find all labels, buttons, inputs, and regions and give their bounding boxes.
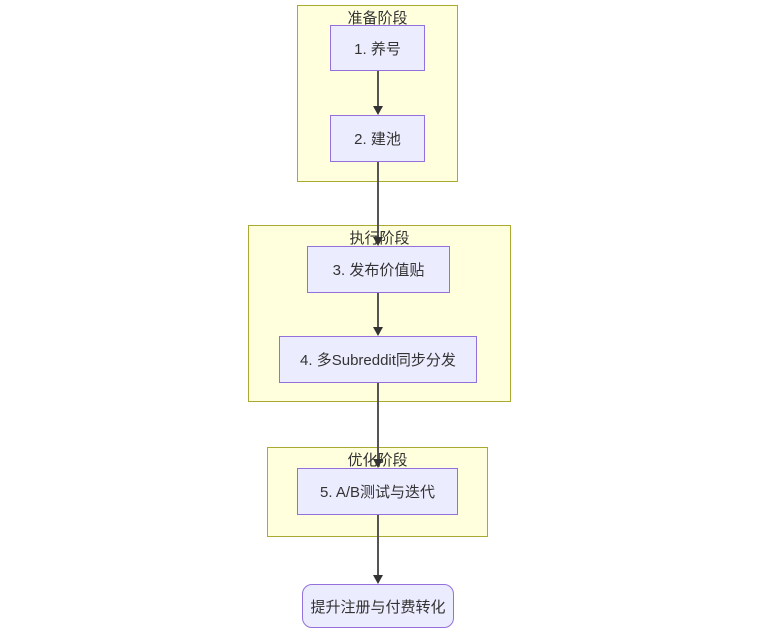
node-publish-value-posts-label: 3. 发布价值贴 <box>332 262 425 279</box>
arrowhead-down-icon <box>373 237 383 246</box>
edge-n1-to-n2 <box>377 71 379 109</box>
edge-n5-to-n6 <box>377 515 379 578</box>
arrowhead-down-icon <box>373 106 383 115</box>
node-ab-testing-iteration-label: 5. A/B测试与迭代 <box>319 484 436 501</box>
node-ab-testing-iteration: 5. A/B测试与迭代 <box>297 468 458 515</box>
node-nurture-accounts: 1. 养号 <box>330 25 425 71</box>
edge-n2-to-n3 <box>377 162 379 240</box>
cluster-execution-title: 执行阶段 <box>349 230 410 247</box>
node-build-pool: 2. 建池 <box>330 115 425 162</box>
node-boost-signup-paid-conversion: 提升注册与付费转化 <box>302 584 454 628</box>
arrowhead-down-icon <box>373 327 383 336</box>
node-multi-subreddit-distribution: 4. 多Subreddit同步分发 <box>279 336 477 383</box>
cluster-preparation-title: 准备阶段 <box>347 10 408 27</box>
edge-n3-to-n4 <box>377 293 379 330</box>
edge-n4-to-n5 <box>377 383 379 462</box>
node-boost-signup-paid-conversion-label: 提升注册与付费转化 <box>310 598 446 616</box>
cluster-optimization-title: 优化阶段 <box>347 452 408 469</box>
node-build-pool-label: 2. 建池 <box>354 131 401 148</box>
node-multi-subreddit-distribution-label: 4. 多Subreddit同步分发 <box>300 352 456 369</box>
arrowhead-down-icon <box>373 575 383 584</box>
node-nurture-accounts-label: 1. 养号 <box>354 40 401 58</box>
node-publish-value-posts: 3. 发布价值贴 <box>307 246 450 293</box>
arrowhead-down-icon <box>373 459 383 468</box>
